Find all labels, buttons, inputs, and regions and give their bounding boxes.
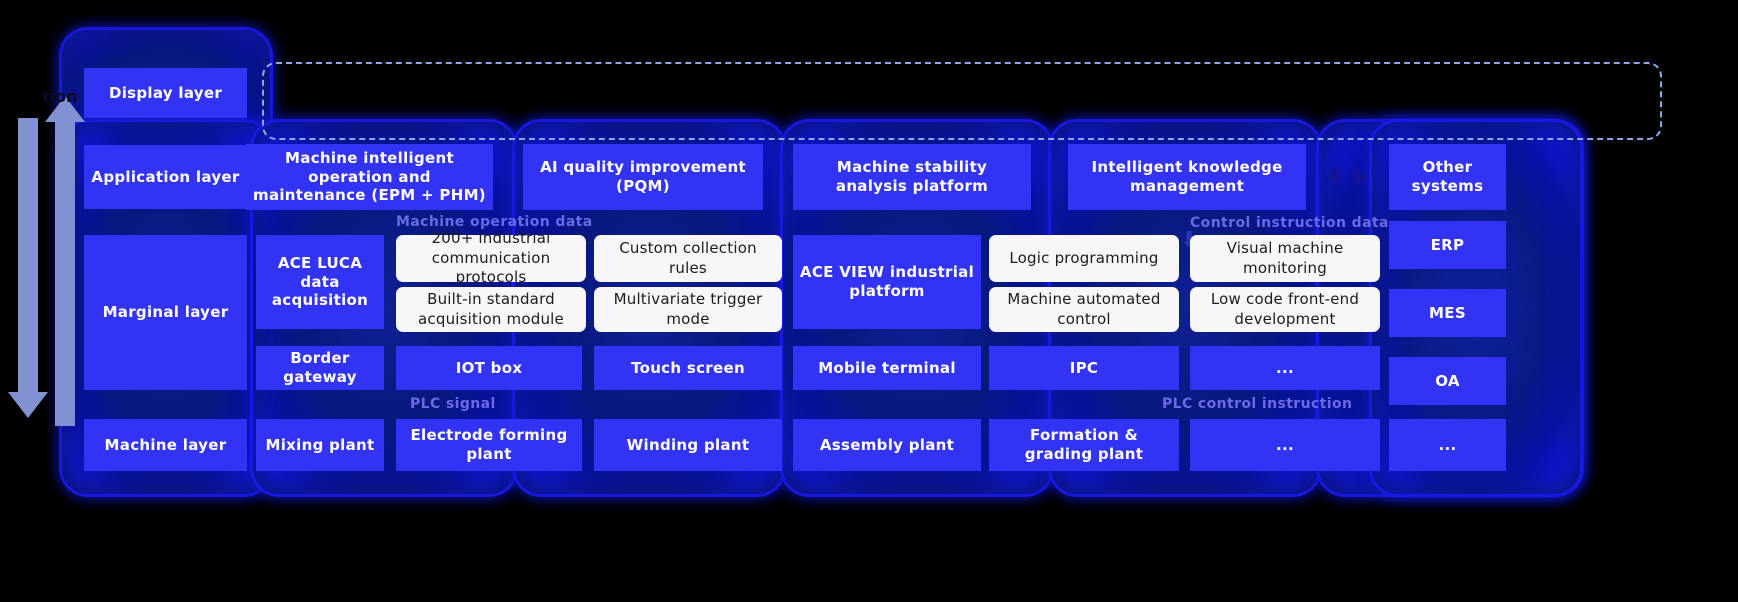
machine-item-formation-grading-plant[interactable]: Formation & grading plant bbox=[989, 419, 1179, 471]
marginal-white-custom-collection-rules[interactable]: Custom collection rules bbox=[594, 235, 782, 282]
right-system-oa[interactable]: OA bbox=[1389, 357, 1506, 405]
marginal-device-iot-box[interactable]: IOT box bbox=[396, 346, 582, 390]
app-item-knowledge-management[interactable]: Intelligent knowledge management bbox=[1068, 144, 1306, 210]
marginal-ace-view-platform[interactable]: ACE VIEW industrial platform bbox=[793, 235, 981, 329]
marginal-device-mobile-terminal[interactable]: Mobile terminal bbox=[793, 346, 981, 390]
marginal-device-more[interactable]: ... bbox=[1190, 346, 1380, 390]
marginal-white-builtin-standard-module[interactable]: Built-in standard acquisition module bbox=[396, 287, 586, 332]
marginal-white-200-protocols[interactable]: 200+ industrial communication protocols bbox=[396, 229, 586, 286]
side-label-truncated: tion bbox=[42, 87, 78, 106]
marginal-device-touch-screen[interactable]: Touch screen bbox=[594, 346, 782, 390]
marginal-device-ipc[interactable]: IPC bbox=[989, 346, 1179, 390]
caption-machine-operation-data: Machine operation data bbox=[396, 214, 593, 230]
right-system-erp[interactable]: ERP bbox=[1389, 221, 1506, 269]
right-system-mes[interactable]: MES bbox=[1389, 289, 1506, 337]
row-label-machine-layer[interactable]: Machine layer bbox=[84, 419, 247, 471]
caption-plc-signal: PLC signal bbox=[410, 396, 496, 412]
marginal-white-visual-machine-monitoring[interactable]: Visual machine monitoring bbox=[1190, 235, 1380, 282]
marginal-white-low-code-front-end[interactable]: Low code front-end development bbox=[1190, 287, 1380, 332]
bidirectional-link-icon bbox=[1326, 166, 1366, 188]
machine-item-more-1[interactable]: ... bbox=[1190, 419, 1380, 471]
row-label-application-layer[interactable]: Application layer bbox=[84, 145, 247, 209]
downward-flow-arrow bbox=[8, 118, 48, 418]
machine-item-mixing-plant[interactable]: Mixing plant bbox=[256, 419, 384, 471]
marginal-ace-luca-platform[interactable]: ACE LUCA data acquisition bbox=[256, 235, 384, 329]
marginal-white-machine-automated-control[interactable]: Machine automated control bbox=[989, 287, 1179, 332]
marginal-device-border-gateway[interactable]: Border gateway bbox=[256, 346, 384, 390]
marginal-white-multivariate-trigger[interactable]: Multivariate trigger mode bbox=[594, 287, 782, 332]
app-item-ai-quality-pqm[interactable]: AI quality improvement (PQM) bbox=[523, 144, 763, 210]
caption-control-instruction-data: Control instruction data bbox=[1190, 215, 1389, 231]
app-item-epm-phm[interactable]: Machine intelligent operation and mainte… bbox=[246, 144, 493, 210]
marginal-white-logic-programming[interactable]: Logic programming bbox=[989, 235, 1179, 282]
app-item-other-systems[interactable]: Other systems bbox=[1389, 144, 1506, 210]
machine-item-assembly-plant[interactable]: Assembly plant bbox=[793, 419, 981, 471]
row-label-marginal-layer[interactable]: Marginal layer bbox=[84, 235, 247, 390]
machine-item-winding-plant[interactable]: Winding plant bbox=[594, 419, 782, 471]
display-layer-dashed-frame bbox=[262, 62, 1662, 140]
caption-plc-control-instruction: PLC control instruction bbox=[1162, 396, 1353, 412]
row-label-display-layer[interactable]: Display layer bbox=[84, 68, 247, 118]
machine-item-more-2[interactable]: ... bbox=[1389, 419, 1506, 471]
app-item-machine-stability[interactable]: Machine stability analysis platform bbox=[793, 144, 1031, 210]
upward-flow-arrow bbox=[45, 96, 85, 426]
machine-item-electrode-forming-plant[interactable]: Electrode forming plant bbox=[396, 419, 582, 471]
